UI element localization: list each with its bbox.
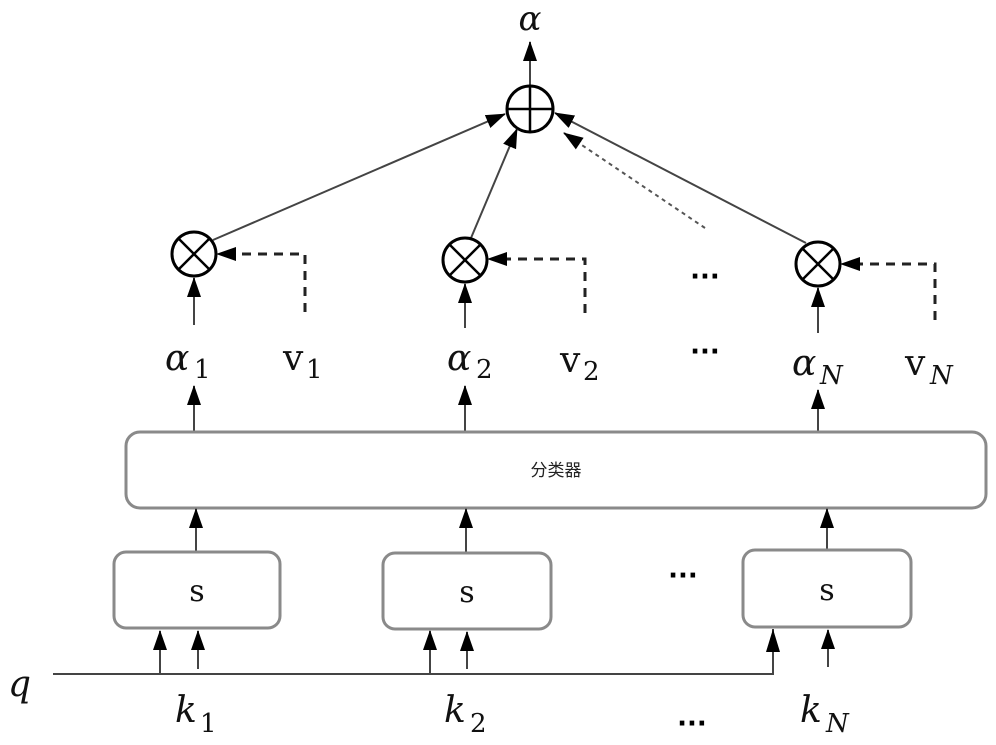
value-edge-1 [220, 252, 307, 312]
product-node-N-icon [794, 240, 842, 288]
key-label-1: k 1 [175, 690, 217, 739]
key-label-2: k 2 [444, 690, 487, 739]
svg-text:α: α [792, 343, 816, 384]
svg-text:1: 1 [194, 355, 211, 385]
svg-text:1: 1 [200, 709, 217, 739]
ellipsis-weights: ··· [690, 337, 720, 367]
output-label: α [519, 0, 542, 39]
classifier-label: 分类器 [531, 461, 582, 481]
value-label-1: v 1 [282, 338, 323, 385]
product-node-2-icon [441, 236, 489, 284]
weight-label-1: α 1 [165, 338, 211, 385]
value-arrowhead-N [840, 257, 860, 271]
value-label-N: v N [904, 343, 954, 391]
svg-text:2: 2 [583, 357, 600, 387]
classifier-box: 分类器 [124, 430, 988, 510]
svg-text:s: s [189, 574, 204, 609]
weight-label-N: α N [792, 343, 844, 391]
value-edge-2 [491, 257, 587, 313]
score-box-2: s [381, 551, 553, 631]
svg-text:s: s [459, 575, 474, 610]
ellipsis-keys: ··· [677, 709, 707, 739]
value-arrowhead-2 [487, 252, 507, 266]
svg-text:v: v [904, 343, 926, 384]
weight-label-2: α 2 [447, 338, 493, 385]
score-box-1: s [112, 550, 282, 630]
svg-text:2: 2 [476, 355, 493, 385]
svg-text:k: k [444, 690, 466, 731]
key-label-N: k N [800, 690, 850, 739]
svg-text:N: N [819, 361, 844, 391]
query-arrowhead-N [766, 629, 780, 652]
svg-text:k: k [175, 690, 197, 731]
sum-node-icon [505, 84, 555, 134]
svg-text:v: v [559, 340, 581, 381]
value-arrowhead-1 [216, 247, 236, 261]
edge-productN-to-sum [554, 112, 807, 244]
svg-text:1: 1 [306, 355, 323, 385]
ellipsis-scores: ··· [668, 561, 698, 591]
edge-product2-to-sum [470, 128, 518, 239]
edge-product1-to-sum [212, 113, 506, 241]
score-box-N: s [741, 548, 913, 629]
ellipsis-products: ··· [690, 262, 720, 292]
svg-text:k: k [800, 690, 822, 731]
product-node-1-icon [170, 230, 218, 278]
svg-text:v: v [282, 338, 304, 379]
svg-text:N: N [929, 361, 954, 391]
svg-text:s: s [819, 573, 834, 608]
svg-text:α: α [165, 338, 189, 379]
query-label: q [8, 664, 31, 705]
value-edge-N [844, 262, 937, 320]
svg-text:α: α [447, 338, 471, 379]
value-label-2: v 2 [559, 340, 600, 387]
svg-text:2: 2 [470, 709, 487, 739]
svg-text:N: N [825, 709, 850, 739]
